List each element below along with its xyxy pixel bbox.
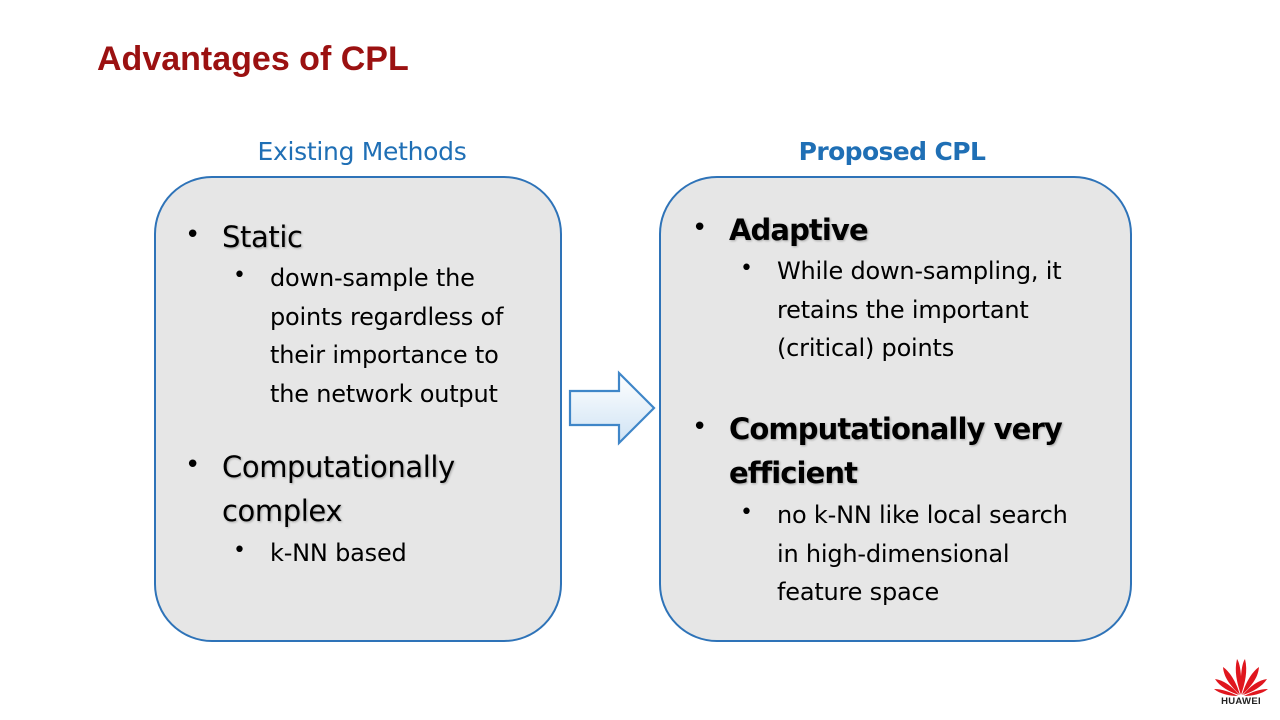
- label-line: efficient: [729, 456, 858, 490]
- existing-methods-panel: [154, 176, 562, 642]
- huawei-logo-icon: [1214, 659, 1268, 696]
- bullet-dot: •: [692, 412, 708, 442]
- detail-line: in high-dimensional: [777, 539, 1010, 568]
- huawei-logo-text: HUAWEI: [1221, 696, 1261, 707]
- detail-line: retains the important: [777, 295, 1029, 324]
- detail-line: down-sample the: [270, 264, 475, 292]
- detail-line: their importance to: [270, 341, 499, 369]
- detail-line: While down-sampling, it: [777, 257, 1062, 285]
- label-line: Static: [222, 220, 303, 254]
- right-arrow-icon: [568, 370, 656, 446]
- bullet-dot: •: [740, 256, 753, 281]
- bullet-dot: •: [692, 213, 708, 243]
- adaptive-detail: While down-sampling, it retains the impo…: [777, 252, 1062, 368]
- label-line: Computationally: [222, 450, 455, 484]
- bullet-dot: •: [233, 538, 246, 563]
- detail-line: the network output: [270, 379, 498, 408]
- proposed-cpl-heading: Proposed CPL: [798, 137, 986, 166]
- static-label: Static: [222, 215, 303, 259]
- detail-line: no k-NN like local search: [777, 501, 1068, 529]
- detail-line: k-NN based: [270, 539, 407, 567]
- detail-line: feature space: [777, 578, 940, 606]
- computationally-complex-label: Computationally complex: [222, 445, 455, 533]
- label-line: complex: [222, 494, 343, 528]
- label-line: Adaptive: [729, 213, 869, 247]
- bullet-dot: •: [740, 500, 753, 525]
- adaptive-label: Adaptive: [729, 208, 869, 252]
- existing-methods-heading: Existing Methods: [257, 137, 467, 166]
- slide-title: Advantages of CPL: [97, 40, 409, 78]
- computationally-efficient-detail: no k-NN like local search in high-dimens…: [777, 496, 1068, 612]
- bullet-dot: •: [185, 450, 201, 480]
- detail-line: (critical) points: [777, 334, 955, 362]
- detail-line: points regardless of: [270, 302, 504, 331]
- static-detail: down-sample the points regardless of the…: [270, 259, 503, 413]
- proposed-cpl-panel: [659, 176, 1132, 642]
- bullet-dot: •: [233, 263, 246, 288]
- label-line: Computationally very: [729, 412, 1063, 446]
- bullet-dot: •: [185, 220, 201, 250]
- computationally-complex-detail: k-NN based: [270, 534, 407, 573]
- computationally-efficient-label: Computationally very efficient: [729, 407, 1063, 495]
